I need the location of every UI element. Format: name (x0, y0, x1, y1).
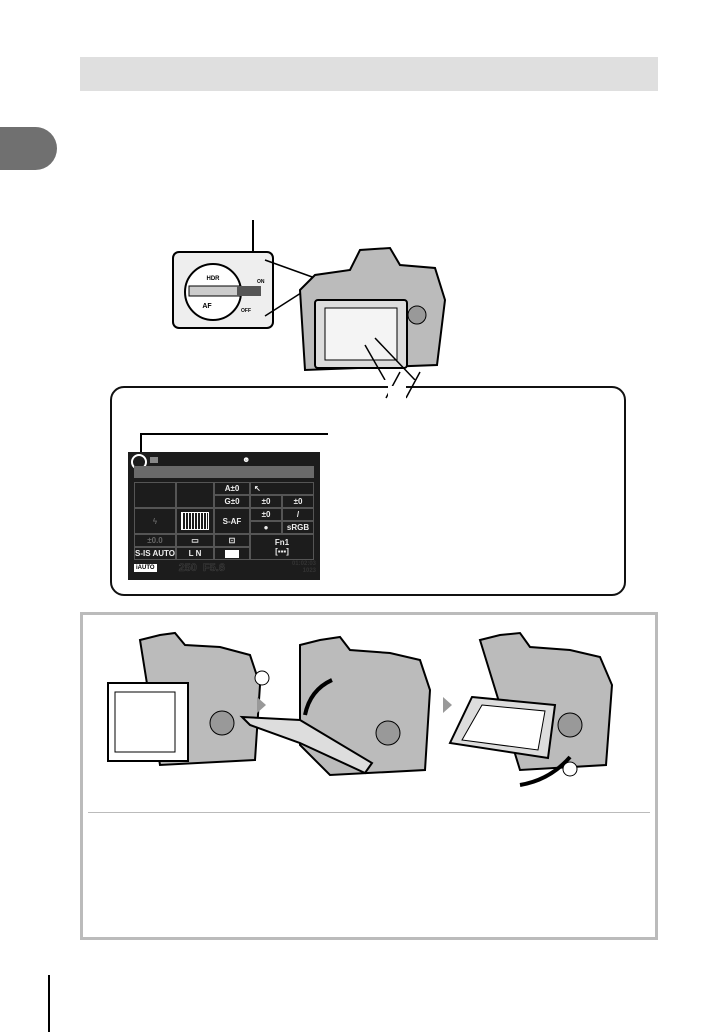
saturation[interactable]: ±0 (250, 508, 282, 521)
step-marker-2 (562, 761, 578, 777)
face-detect-icon: ☻ (242, 455, 251, 464)
shots-remaining: 1023 (302, 568, 316, 574)
flash-comp[interactable]: ±0.0 (134, 534, 176, 547)
camera-step-2 (239, 635, 432, 777)
shutter-speed: 250 (178, 562, 197, 574)
color-icon[interactable]: ● (250, 521, 282, 534)
settings-grid: A±0 ↖ G±0 ±0 ±0 ϟ S-AF ±0 / ● sRGB ±0.0 … (134, 482, 314, 560)
off-label: OFF (241, 308, 251, 314)
recording-time: 01:02:03 (291, 561, 316, 567)
card-icon (150, 457, 158, 463)
rotate-arrow-icon (303, 678, 333, 716)
status-bar: iAUTO 250 F5.6 01:02:03 1023 (134, 560, 316, 576)
step-marker-1 (254, 670, 270, 686)
monitor-flipped-down (239, 715, 374, 775)
dial-bottom-label: AF (202, 303, 212, 310)
image-quality[interactable]: L N (176, 547, 214, 560)
rotate-arrow-icon (519, 755, 572, 787)
fn-label: Fn1 (274, 538, 290, 547)
camera-step-1 (107, 631, 262, 767)
sharpness[interactable]: ±0 (250, 495, 282, 508)
wb-a[interactable]: A±0 (214, 482, 250, 495)
drive-icon[interactable]: ▭ (176, 534, 214, 547)
aperture: F5.6 (202, 562, 225, 574)
af-mode[interactable]: S-AF (214, 508, 250, 534)
monitor-flip-illustrations (107, 631, 614, 787)
section-header-band (80, 57, 658, 91)
fn-button-setting[interactable]: Fn1[▪▪▪] (250, 534, 314, 560)
arrow-right-icon (443, 697, 452, 713)
monitor-callout (110, 386, 626, 596)
camera-power-lever-illustration: HDR AF ON OFF (172, 220, 447, 380)
info-bar (134, 466, 314, 478)
camera-step-3 (448, 631, 614, 787)
metering-icon[interactable]: ⊡ (214, 534, 250, 547)
color-space[interactable]: sRGB (282, 521, 314, 534)
leader-line (140, 433, 142, 453)
mode-icon: iAUTO (134, 564, 157, 572)
dial-top-label: HDR (207, 276, 221, 282)
contrast[interactable]: ±0 (282, 495, 314, 508)
aspect-icon: [▪▪▪] (275, 547, 289, 556)
af-area-icon[interactable] (176, 508, 214, 534)
page-margin-rule (48, 975, 50, 1032)
picture-mode-icon[interactable]: ↖ (250, 482, 314, 495)
aspect-ratio[interactable] (214, 547, 250, 560)
wb-g[interactable]: G±0 (214, 495, 250, 508)
monitor-tilt-box (80, 612, 658, 940)
arrow-right-icon (257, 697, 266, 713)
divider (88, 812, 650, 813)
flash-icon[interactable]: ϟ (134, 508, 176, 534)
super-control-panel-screen: ☻ A±0 ↖ G±0 ±0 ±0 ϟ S-AF ±0 / ● sRGB ±0.… (128, 452, 320, 580)
power-lever[interactable] (237, 286, 261, 296)
gradation-icon[interactable]: / (282, 508, 314, 521)
chapter-tab[interactable] (0, 127, 57, 170)
on-label: ON (257, 279, 265, 285)
stabilizer[interactable]: S-IS AUTO (134, 547, 176, 560)
leader-line (140, 433, 328, 435)
